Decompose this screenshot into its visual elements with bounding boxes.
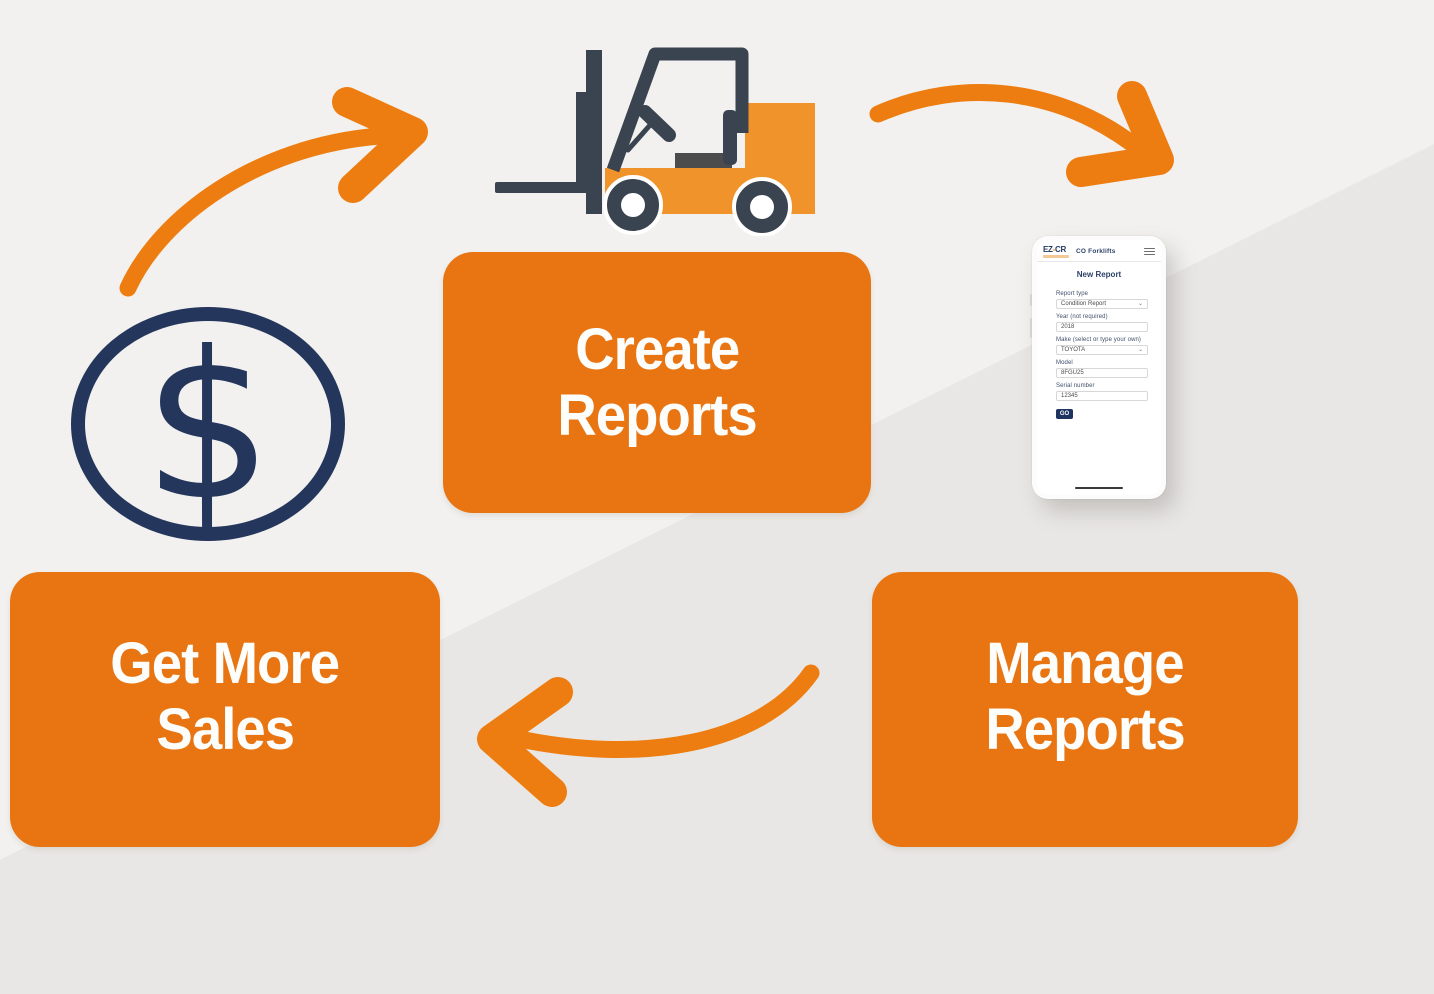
- year-input[interactable]: 2018: [1056, 322, 1148, 332]
- create-reports-label-line2: Reports: [557, 382, 757, 448]
- phone-screen: EZ-CR CO Forklifts New Report Report typ…: [1037, 240, 1161, 495]
- logo-separator: -: [1052, 244, 1056, 254]
- year-label: Year (not required): [1056, 314, 1108, 320]
- make-select[interactable]: TOYOTA ⌄: [1056, 345, 1148, 355]
- forklift-icon: [495, 47, 815, 236]
- dollar-symbol: $: [143, 309, 273, 542]
- home-indicator: [1075, 486, 1123, 489]
- phone-mockup: EZ-CR CO Forklifts New Report Report typ…: [1030, 236, 1166, 499]
- create-reports-box: Create Reports: [443, 252, 871, 513]
- new-report-title: New Report: [1076, 270, 1122, 279]
- arrow-sales-to-create: [119, 87, 428, 297]
- serial-number-value: 12345: [1061, 393, 1078, 399]
- app-title: CO Forklifts: [1076, 248, 1116, 255]
- chevron-down-icon: ⌄: [1137, 301, 1143, 307]
- create-reports-label-line1: Create: [574, 316, 740, 382]
- get-more-sales-box: Get More Sales: [10, 572, 440, 847]
- phone-side-button: [1030, 318, 1032, 338]
- manage-reports-label-line1: Manage: [986, 630, 1184, 696]
- logo-prefix: EZ: [1043, 244, 1053, 254]
- go-button[interactable]: GO: [1056, 409, 1073, 419]
- logo-tagline-bar: [1043, 254, 1069, 258]
- dollar-icon: $: [71, 307, 345, 542]
- model-value: 8FGU25: [1061, 370, 1084, 376]
- new-report-form: Report type Condition Report ⌄ Year (not…: [1037, 279, 1161, 419]
- phone-side-button: [1030, 294, 1032, 306]
- model-label: Model: [1056, 360, 1073, 366]
- manage-reports-label-line2: Reports: [985, 696, 1185, 762]
- make-label: Make (select or type your own): [1056, 337, 1142, 343]
- get-more-sales-label-line2: Sales: [156, 696, 295, 762]
- report-type-value: Condition Report: [1061, 301, 1107, 307]
- arrow-create-to-manage: [869, 81, 1174, 187]
- manage-reports-box: Manage Reports: [872, 572, 1298, 847]
- hamburger-menu-icon[interactable]: [1144, 247, 1155, 256]
- report-type-label: Report type: [1056, 291, 1089, 297]
- serial-number-input[interactable]: 12345: [1056, 391, 1148, 401]
- chevron-down-icon: ⌄: [1137, 347, 1143, 353]
- model-input[interactable]: 8FGU25: [1056, 368, 1148, 378]
- ez-cr-logo: EZ-CR: [1043, 244, 1069, 258]
- get-more-sales-label-line1: Get More: [110, 630, 341, 696]
- logo-suffix: CR: [1055, 244, 1066, 254]
- year-value: 2018: [1061, 324, 1075, 330]
- make-value: TOYOTA: [1061, 347, 1086, 353]
- serial-number-label: Serial number: [1056, 383, 1095, 389]
- app-header: EZ-CR CO Forklifts: [1037, 242, 1161, 262]
- report-type-select[interactable]: Condition Report ⌄: [1056, 299, 1148, 309]
